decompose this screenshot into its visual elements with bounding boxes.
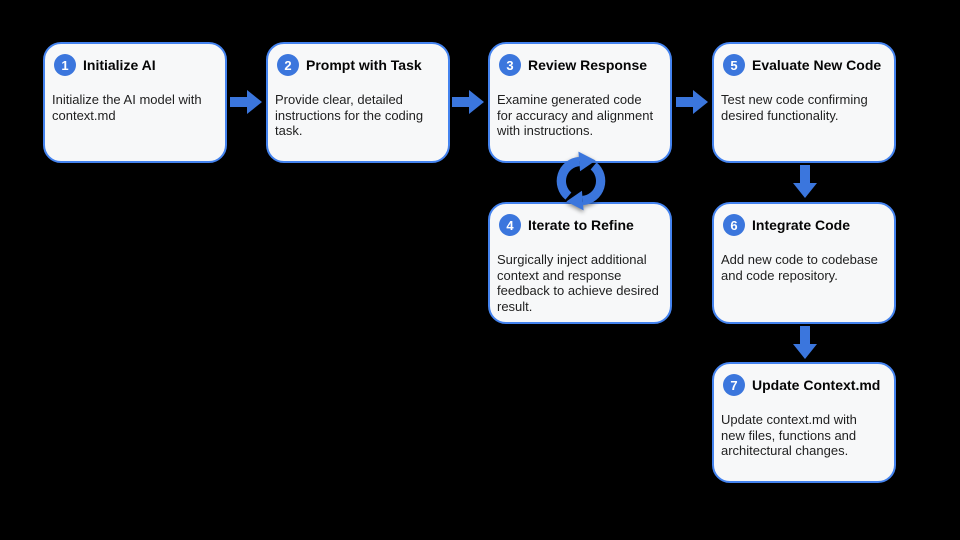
step-number: 1 [61, 57, 69, 73]
step-number-badge: 7 [723, 374, 745, 396]
step-description: Surgically inject additional context and… [497, 252, 659, 314]
step-title: Review Response [528, 57, 648, 73]
down-arrow-icon [793, 165, 817, 198]
step-title: Integrate Code [752, 217, 851, 233]
step-card-evaluate-new-code: 5 Evaluate New Code Test new code confir… [712, 42, 896, 163]
step-number: 4 [506, 217, 514, 233]
step-card-integrate-code: 6 Integrate Code Add new code to codebas… [712, 202, 896, 324]
step-number-badge: 6 [723, 214, 745, 236]
step-number-badge: 2 [277, 54, 299, 76]
step-description: Add new code to codebase and code reposi… [721, 252, 878, 283]
step-number-badge: 5 [723, 54, 745, 76]
step-number: 2 [284, 57, 292, 73]
step-title: Evaluate New Code [752, 57, 882, 73]
step-card-review-response: 3 Review Response Examine generated code… [488, 42, 672, 163]
step-description: Initialize the AI model with context.md [52, 92, 202, 123]
step-title: Prompt with Task [306, 57, 422, 73]
step-number: 3 [506, 57, 514, 73]
step-card-prompt-with-task: 2 Prompt with Task Provide clear, detail… [266, 42, 450, 163]
refresh-cycle-icon [556, 151, 606, 211]
step-card-update-context-md: 7 Update Context.md Update context.md wi… [712, 362, 896, 483]
step-title: Initialize AI [83, 57, 156, 73]
step-description: Update context.md with new files, functi… [721, 412, 857, 458]
step-description: Provide clear, detailed instructions for… [275, 92, 424, 138]
right-arrow-icon [676, 90, 708, 114]
step-description: Test new code confirming desired functio… [721, 92, 868, 123]
right-arrow-icon [452, 90, 484, 114]
step-number: 6 [730, 217, 738, 233]
step-number: 5 [730, 57, 738, 73]
step-number-badge: 3 [499, 54, 521, 76]
step-title: Iterate to Refine [528, 217, 634, 233]
step-number-badge: 1 [54, 54, 76, 76]
step-card-initialize-ai: 1 Initialize AI Initialize the AI model … [43, 42, 227, 163]
step-title: Update Context.md [752, 377, 881, 393]
right-arrow-icon [230, 90, 262, 114]
step-number-badge: 4 [499, 214, 521, 236]
step-number: 7 [730, 377, 738, 393]
step-description: Examine generated code for accuracy and … [497, 92, 654, 138]
down-arrow-icon [793, 326, 817, 359]
step-card-iterate-to-refine: 4 Iterate to Refine Surgically inject ad… [488, 202, 672, 324]
